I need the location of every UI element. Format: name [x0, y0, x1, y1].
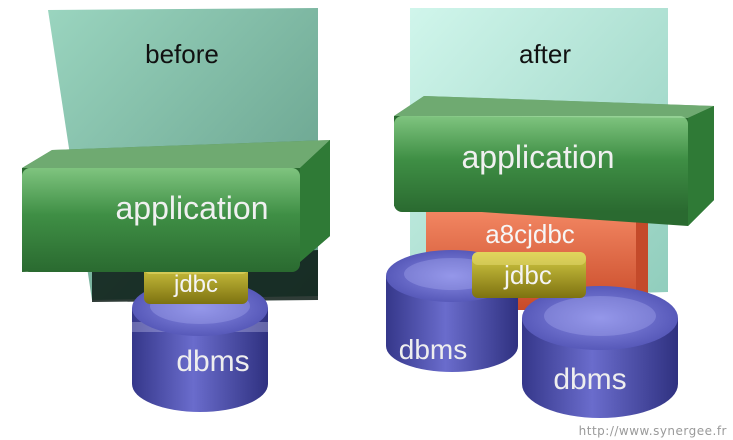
after-application: application [394, 96, 714, 226]
after-jdbc: jdbc [472, 252, 586, 298]
before-dbms-label: dbms [176, 345, 249, 378]
after-dbms-1-label: dbms [399, 334, 467, 365]
after-jdbc-label: jdbc [503, 260, 552, 290]
before-stack: before dbms jdbc application [22, 8, 330, 412]
after-dbms-2-label: dbms [553, 363, 626, 396]
watermark-text: http://www.synergee.fr [578, 424, 727, 438]
after-stack: after a8cjdbc dbms dbms jdbc [386, 8, 714, 418]
before-application-label: application [116, 190, 269, 226]
after-title: after [519, 39, 571, 69]
before-jdbc-label: jdbc [173, 271, 218, 298]
after-dbms-2: dbms [522, 286, 678, 418]
after-wrapper-label: a8cjdbc [485, 219, 575, 249]
after-application-label: application [462, 139, 615, 175]
before-title: before [145, 39, 219, 69]
before-application: application [22, 140, 330, 272]
